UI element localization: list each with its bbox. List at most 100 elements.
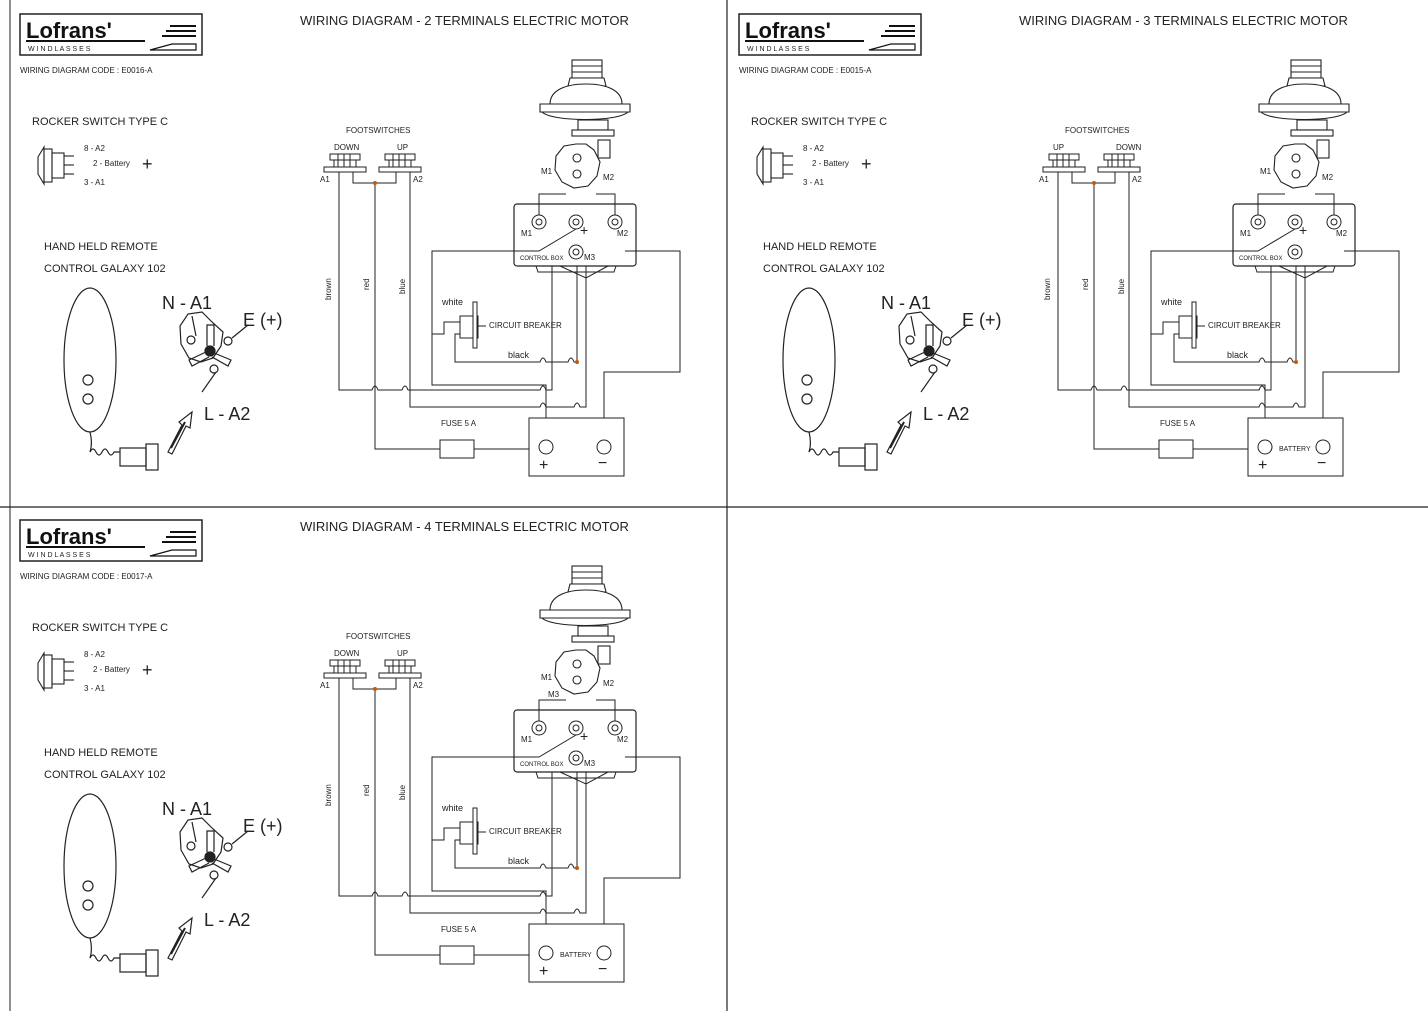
box-label: CONTROL BOX: [520, 762, 563, 768]
wire-brown: [338, 172, 553, 391]
footswitch-right-label: UP: [397, 143, 408, 152]
box-label: CONTROL BOX: [520, 256, 563, 262]
box-m2: M2: [1336, 229, 1348, 238]
windlass-head-icon: [1258, 59, 1350, 159]
remote-control-icon: [63, 793, 159, 977]
rocker-plus: +: [142, 660, 153, 680]
footswitches-label: FOOTSWITCHES: [346, 126, 410, 135]
footswitch-right-icon: [378, 659, 422, 679]
hand-held-remote: HAND HELD REMOTE CONTROL GALAXY 102: [44, 241, 283, 471]
junction-red: [373, 181, 377, 185]
wiring-panel-1: Lofrans' W I N D L A S S E S WIRING DIAG…: [19, 13, 681, 477]
battery-terminal-positive: [1257, 439, 1273, 455]
footswitch-left-icon: [323, 659, 367, 679]
rocker-title: ROCKER SWITCH TYPE C: [32, 116, 168, 128]
rocker-title: ROCKER SWITCH TYPE C: [32, 622, 168, 634]
battery-plus: +: [539, 457, 548, 474]
fuse-label: FUSE 5 A: [441, 419, 477, 428]
footswitch-right-icon: [1097, 153, 1141, 173]
battery-terminal-negative: [1315, 439, 1331, 455]
remote-control-icon: [63, 287, 159, 471]
logo-tagline: W I N D L A S S E S: [28, 46, 91, 53]
footswitch-right-icon: [378, 153, 422, 173]
logo-anchor-icon: [868, 25, 916, 51]
wire-label-white: white: [441, 297, 463, 307]
wire-blue: [409, 678, 587, 914]
fuse-icon: [439, 439, 475, 459]
motor-m2: M2: [603, 679, 615, 688]
circuit-breaker-icon: [459, 807, 486, 855]
insert-arrow-icon: [167, 410, 193, 455]
rocker-pin-2: 2 - Battery: [812, 159, 849, 168]
battery-plus: +: [1258, 457, 1267, 474]
insert-arrow-icon: [167, 916, 193, 961]
connector-plug-icon: [898, 311, 968, 393]
box-plus: +: [580, 728, 588, 744]
hand-held-remote: HAND HELD REMOTE CONTROL GALAXY 102: [763, 241, 1002, 471]
box-m3: M3: [584, 759, 596, 768]
rocker-switch: ROCKER SWITCH TYPE C 8 - A2 2 - Battery …: [751, 116, 887, 187]
pin-l-a2: L - A2: [204, 404, 250, 424]
battery: + −: [528, 417, 625, 477]
pin-l-a2: L - A2: [923, 404, 969, 424]
lofrans-logo: Lofrans' W I N D L A S S E S: [19, 519, 203, 562]
wire-brown: [1057, 172, 1272, 391]
fuse-icon: [1158, 439, 1194, 459]
box-m2: M2: [617, 229, 629, 238]
wire-label-blue: blue: [398, 278, 407, 294]
footswitch-left-label: DOWN: [334, 143, 360, 152]
remote-title-2: CONTROL GALAXY 102: [763, 263, 885, 275]
motor-icon: [1273, 143, 1320, 189]
remote-title-2: CONTROL GALAXY 102: [44, 769, 166, 781]
motor-icon: [554, 649, 601, 695]
footswitch-left-label: DOWN: [334, 649, 360, 658]
fuse-icon: [439, 945, 475, 965]
wire-red: [374, 689, 440, 956]
diagram-code: WIRING DIAGRAM CODE : E0015-A: [739, 66, 872, 75]
rocker-pin-8: 8 - A2: [84, 650, 105, 659]
footswitch-left-icon: [1042, 153, 1086, 173]
motor-m1: M1: [1260, 167, 1272, 176]
battery: BATTERY + −: [1247, 417, 1344, 477]
wiring-lines: [338, 678, 681, 956]
rocker-pin-3: 3 - A1: [84, 178, 105, 187]
control-box-terminals: [531, 720, 623, 779]
rocker-switch-icon: [37, 145, 74, 186]
remote-title-1: HAND HELD REMOTE: [44, 747, 158, 759]
battery-minus: −: [598, 455, 607, 472]
terminal-a1: A1: [1039, 175, 1049, 184]
rocker-plus: +: [142, 154, 153, 174]
wiring-lines: [1057, 172, 1400, 450]
battery-plus: +: [539, 963, 548, 980]
motor-m1: M1: [541, 673, 553, 682]
logo-tagline: W I N D L A S S E S: [747, 46, 810, 53]
lofrans-logo: Lofrans' W I N D L A S S E S: [738, 13, 922, 56]
footswitch-left-label: UP: [1053, 143, 1064, 152]
rocker-plus: +: [861, 154, 872, 174]
box-label: CONTROL BOX: [1239, 256, 1282, 262]
rocker-switch-icon: [756, 145, 793, 186]
wire-black: [454, 266, 578, 363]
box-m1: M1: [1240, 229, 1252, 238]
insert-arrow-icon: [886, 410, 912, 455]
junction-red: [1092, 181, 1096, 185]
battery-label: BATTERY: [560, 952, 592, 959]
terminal-a2: A2: [413, 681, 423, 690]
fuse-label: FUSE 5 A: [1160, 419, 1196, 428]
diagram-title: WIRING DIAGRAM - 2 TERMINALS ELECTRIC MO…: [300, 13, 629, 28]
wire-label-red: red: [1081, 278, 1090, 290]
wire-label-red: red: [362, 784, 371, 796]
wire-label-brown: brown: [1043, 278, 1052, 300]
footswitches-label: FOOTSWITCHES: [1065, 126, 1129, 135]
wire-label-white: white: [1160, 297, 1182, 307]
logo-brand: Lofrans': [26, 18, 112, 43]
remote-title-1: HAND HELD REMOTE: [44, 241, 158, 253]
logo-brand: Lofrans': [26, 524, 112, 549]
wire-black: [454, 772, 578, 869]
control-box: M1 + M2 CONTROL BOX M3: [513, 709, 637, 779]
remote-title-1: HAND HELD REMOTE: [763, 241, 877, 253]
pin-e-plus: E (+): [962, 310, 1002, 330]
remote-control-icon: [782, 287, 878, 471]
box-m1: M1: [521, 229, 533, 238]
